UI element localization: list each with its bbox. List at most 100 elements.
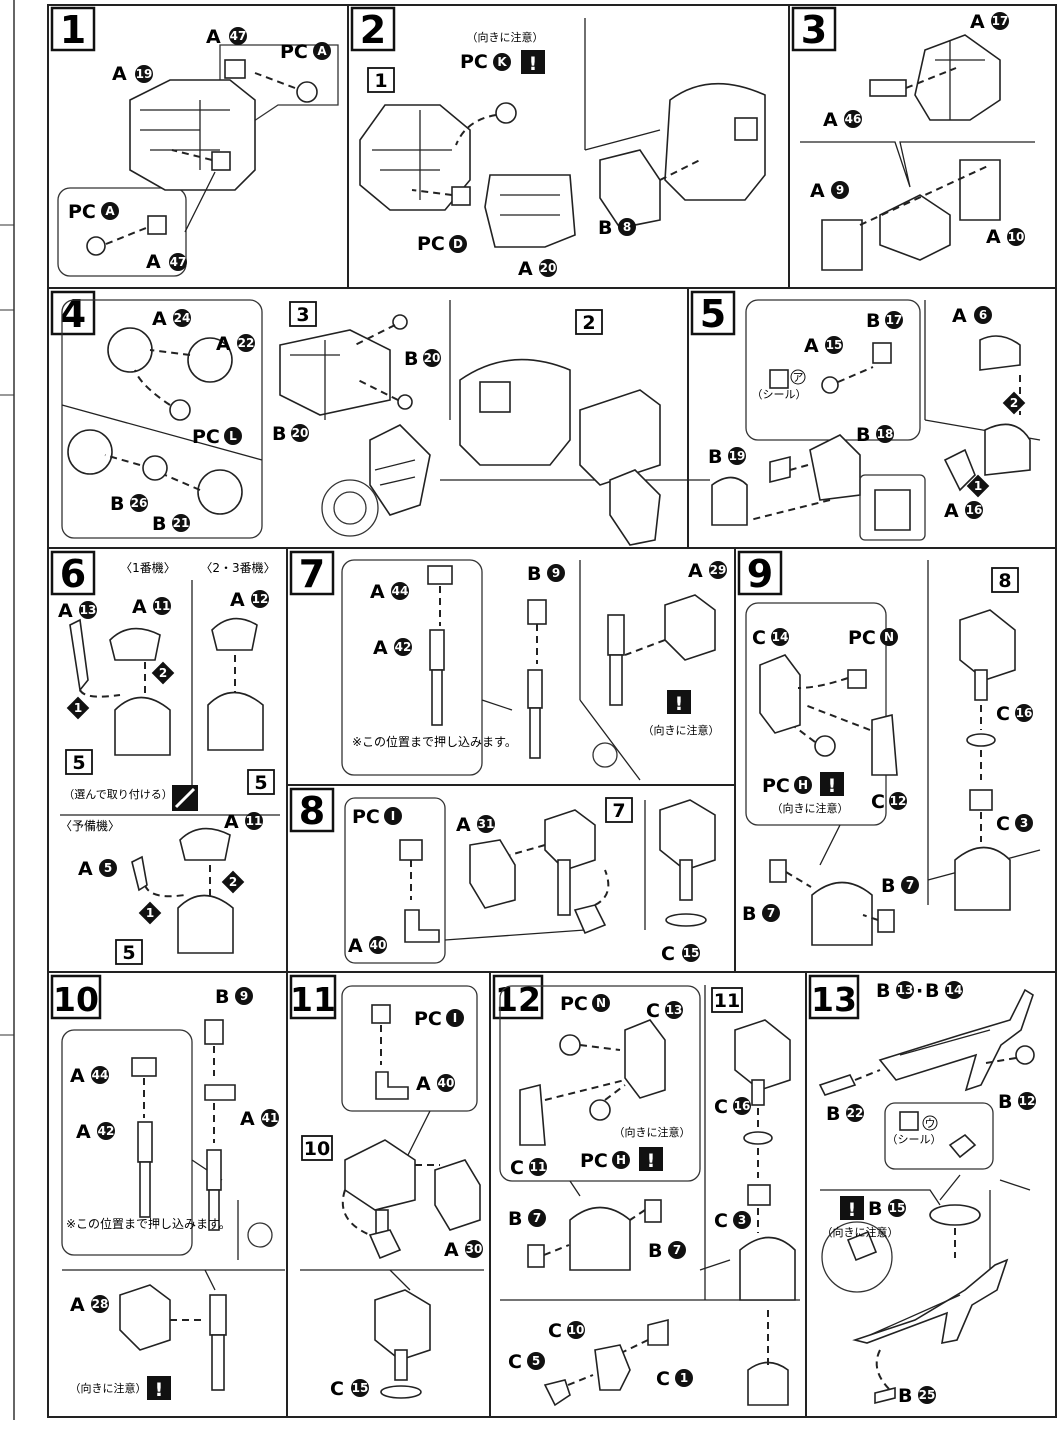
order-2-marker-b: 2 (221, 870, 245, 894)
svg-text:5: 5 (700, 292, 726, 336)
svg-text:13: 13 (811, 980, 857, 1019)
svg-text:!: ! (828, 775, 837, 797)
svg-text:47: 47 (170, 255, 187, 269)
svg-text:A: A (810, 180, 825, 202)
svg-text:12: 12 (252, 592, 269, 606)
svg-text:PC: PC (352, 806, 380, 828)
svg-text:H: H (798, 778, 808, 792)
svg-text:42: 42 (98, 1124, 115, 1138)
step-1-illustration (57, 44, 339, 277)
svg-text:C: C (661, 943, 675, 965)
svg-text:B: B (826, 1103, 840, 1125)
label-c11: C 11 (510, 1157, 547, 1179)
svg-text:C: C (656, 1368, 670, 1390)
note-orientation-12: （向きに注意） (614, 1125, 691, 1139)
svg-text:A: A (317, 44, 327, 58)
step-badges: 1 2 3 4 5 6 7 8 9 10 11 12 13 (50, 6, 860, 1020)
note-orientation-13: （向きに注意） (822, 1225, 899, 1239)
svg-text:C: C (646, 1000, 660, 1022)
svg-text:C: C (752, 627, 766, 649)
svg-text:K: K (497, 55, 507, 69)
svg-text:A: A (986, 226, 1001, 248)
svg-text:A: A (456, 814, 471, 836)
svg-text:14: 14 (946, 983, 963, 997)
ref-box-8: 8 (991, 567, 1019, 593)
svg-text:15: 15 (826, 338, 843, 352)
svg-text:H: H (616, 1153, 626, 1167)
order-1-marker-b: 1 (138, 901, 162, 925)
svg-text:42: 42 (395, 640, 412, 654)
caution-mark: ! (521, 50, 545, 75)
step-5-illustration (711, 299, 1041, 541)
svg-text:A: A (112, 63, 127, 85)
ref-box-11: 11 (711, 987, 743, 1013)
svg-text:15: 15 (352, 1381, 369, 1395)
note-select: （選んで取り付ける） (63, 788, 172, 801)
svg-text:A: A (152, 308, 167, 330)
note-orientation-9: （向きに注意） (772, 801, 849, 815)
svg-text:40: 40 (370, 938, 387, 952)
svg-text:11: 11 (530, 1160, 547, 1174)
svg-text:19: 19 (729, 449, 746, 463)
svg-text:5: 5 (122, 942, 135, 964)
seal-a-swatch (769, 369, 789, 389)
svg-text:14: 14 (772, 630, 789, 644)
svg-text:B: B (881, 875, 895, 897)
svg-text:A: A (518, 258, 533, 280)
svg-text:7: 7 (299, 552, 325, 596)
svg-text:PC: PC (68, 201, 96, 223)
svg-text:B: B (876, 980, 890, 1002)
svg-text:29: 29 (710, 563, 727, 577)
caution-mark-10: ! (147, 1376, 171, 1401)
svg-text:2: 2 (360, 8, 386, 52)
svg-text:A: A (224, 811, 239, 833)
svg-text:21: 21 (173, 516, 190, 530)
svg-text:A: A (370, 581, 385, 603)
svg-text:PC: PC (762, 775, 790, 797)
step-11-badge: 11 (289, 974, 337, 1020)
svg-text:C: C (510, 1157, 524, 1179)
svg-text:10: 10 (1008, 230, 1025, 244)
step-10-badge: 10 (50, 974, 102, 1020)
svg-text:B: B (648, 1240, 662, 1262)
svg-text:3: 3 (801, 8, 827, 52)
svg-text:4: 4 (60, 292, 86, 336)
svg-text:8: 8 (623, 220, 631, 234)
svg-text:11: 11 (154, 599, 171, 613)
svg-text:9: 9 (552, 566, 560, 580)
svg-text:31: 31 (478, 817, 495, 831)
svg-text:A: A (952, 305, 967, 327)
ref-box-5c: 5 (115, 939, 143, 965)
svg-text:20: 20 (292, 426, 309, 440)
